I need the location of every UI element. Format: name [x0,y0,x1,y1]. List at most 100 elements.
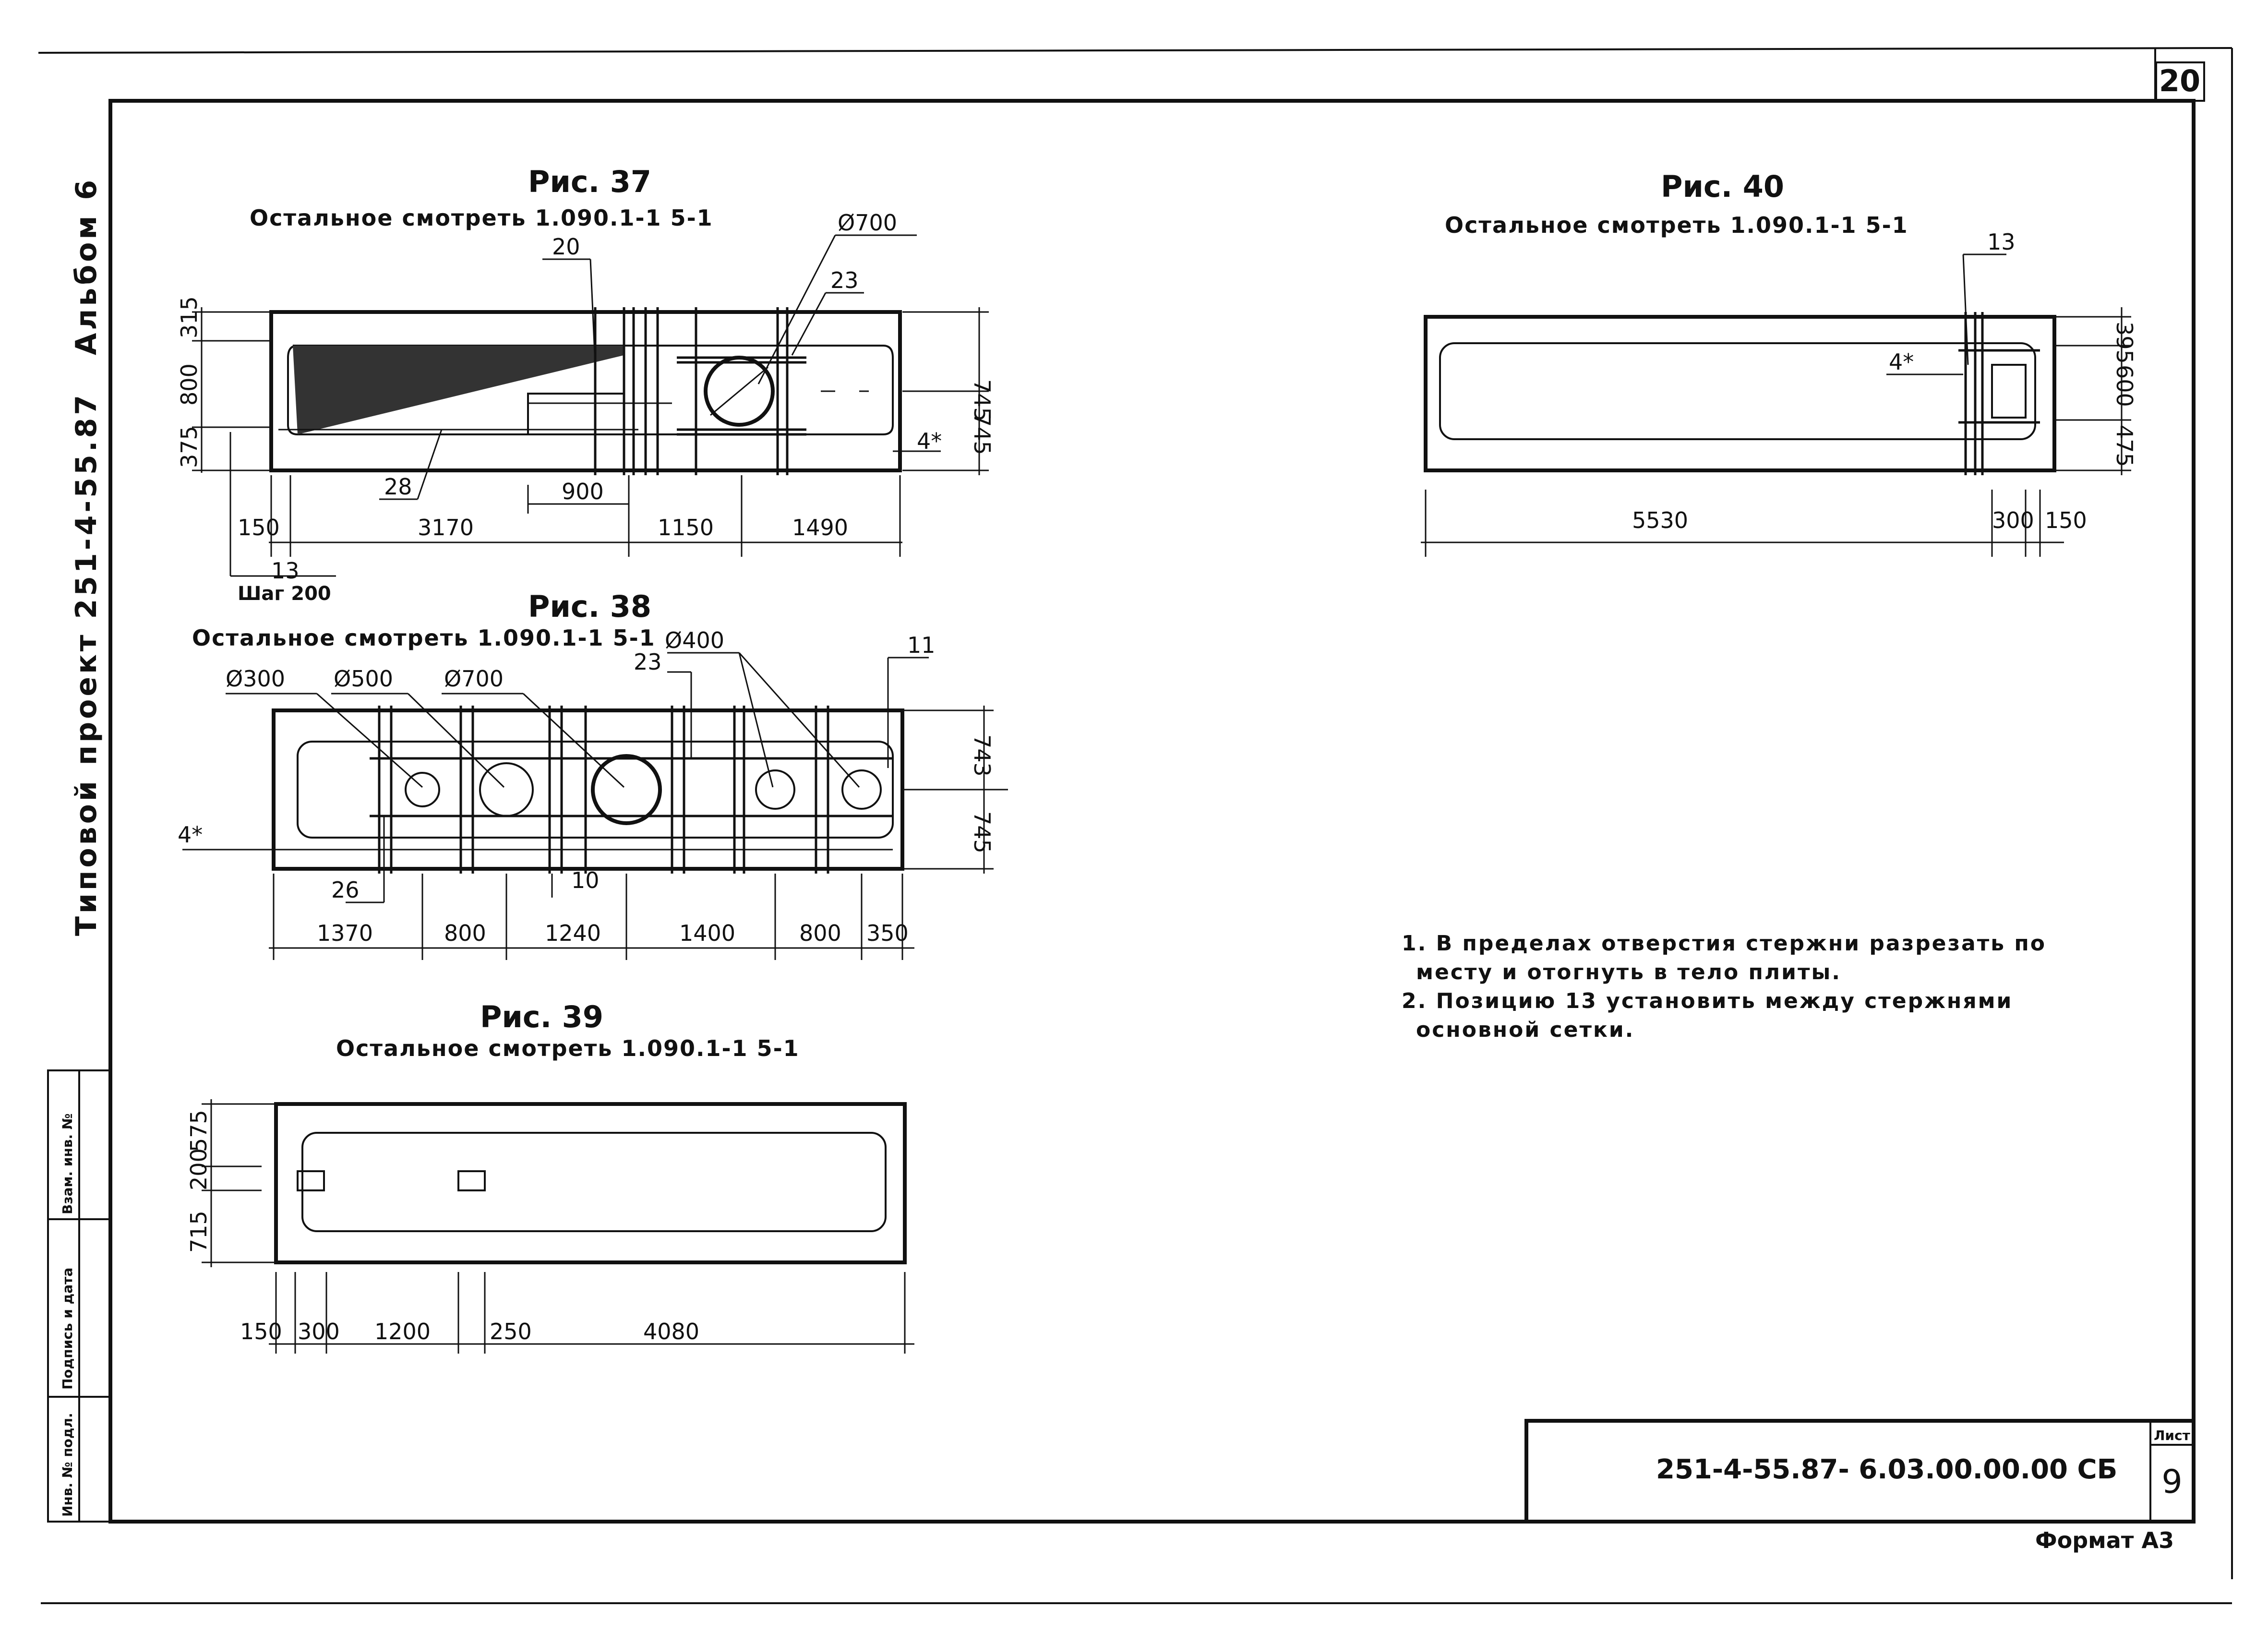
figure-39: Рис. 39 Остальное смотреть 1.090.1-1 5-1 [202,999,914,1354]
fig37-dim-3170: 3170 [418,515,474,540]
fig38-opening [297,741,894,839]
fig40-dim-475: 475 [2112,425,2137,467]
fig39-dim-715: 715 [186,1211,212,1253]
fig38-dim-745: 745 [969,811,995,853]
fig38-hole-700 [591,754,662,825]
fig37-dim-13: 13 [271,558,300,584]
fig37-step: Шаг 200 [238,583,331,605]
fig39-small-opening-a [297,1170,325,1191]
fig38-pos-26: 26 [331,877,360,903]
fig38-hole-500 [479,762,534,817]
fig37-dim-150: 150 [238,515,280,540]
fig38-dim-800a: 800 [444,920,486,946]
fig39-slab [274,1102,907,1264]
fig39-small-opening-b [457,1170,486,1191]
fig39-dim-150: 150 [240,1319,282,1344]
fig38-dia-700: Ø700 [444,666,504,692]
sheet-number: 9 [2161,1463,2182,1501]
fig37-subtitle: Остальное смотреть 1.090.1-1 5-1 [250,205,713,231]
drawing-designation: 251-4-55.87- 6.03.00.00.00 СБ [1656,1454,2117,1485]
fig37-dim-745a: 745 [969,379,995,421]
fig38-pos-23: 23 [634,649,662,675]
sheet-frame [38,47,2233,1604]
fig39-title: Рис. 39 [480,999,603,1034]
fig37-pos-4: 4* [917,428,942,454]
fig40-pos-13: 13 [1987,229,2016,255]
fig40-dim-150: 150 [2045,507,2087,533]
fig40-title: Рис. 40 [1661,169,1784,204]
fig40-opening [1439,342,2036,440]
side-title: Альбом 6 Типовой проект 251-4-55.87 [70,177,103,936]
fig37-dim-1490: 1490 [792,515,848,540]
fig40-dim-395: 395 [2112,322,2137,364]
fig40-dim-300: 300 [1992,507,2034,533]
fig40-subtitle: Остальное смотреть 1.090.1-1 5-1 [1445,212,1908,238]
fig37-pos-28: 28 [384,474,412,500]
fig37-title: Рис. 37 [528,164,651,199]
fig37-dia-700: Ø700 [838,210,897,236]
fig37-pos-23: 23 [830,267,859,293]
fig39-opening [301,1132,887,1232]
fig37-hatched-wedge [293,346,624,434]
stamp-inv-podl: Инв. № подл. [60,1413,75,1517]
figure-37: Рис. 37 Остальное смотреть 1.090.1-1 5-1 [192,164,989,577]
fig38-pos-11: 11 [907,632,936,658]
fig38-dim-350: 350 [866,920,909,946]
fig37-pos-20: 20 [552,234,580,260]
figure-38: Рис. 38 Остальное смотреть 1.090.1-1 5-1 [182,589,1008,960]
fig38-dim-743: 743 [969,734,995,777]
note-line-4: основной сетки. [1416,1018,1634,1042]
fig37-hole-700 [704,356,775,427]
fig38-dim-1370: 1370 [317,920,373,946]
fig38-dim-1400: 1400 [679,920,735,946]
album-label: Альбом 6 [70,177,103,355]
fig38-dia-400: Ø400 [665,627,724,653]
fig37-dim-745b: 745 [969,413,995,455]
stamp-vzam-inv: Взам. инв. № [60,1113,75,1214]
fig37-dim-800: 800 [176,363,202,406]
note-line-1: 1. В пределах отверстия стержни разрезат… [1402,931,2046,956]
fig38-subtitle: Остальное смотреть 1.090.1-1 5-1 [192,625,656,651]
project-label: Типовой проект 251-4-55.87 [70,392,103,936]
fig39-dim-4080: 4080 [643,1319,699,1344]
fig37-opening [287,345,894,435]
fig38-dia-500: Ø500 [334,666,393,692]
fig38-hole-400a [755,769,795,810]
fig40-pos-4: 4* [1889,349,1914,375]
fig39-dim-250: 250 [490,1319,532,1344]
fig37-dim-375: 375 [176,426,202,468]
stamp-signature-date: Подпись и дата [60,1268,75,1390]
fig39-dim-575: 575 [186,1110,212,1152]
stamp-column: Инв. № подл. Подпись и дата Взам. инв. № [47,1069,111,1523]
fig39-dim-300: 300 [298,1319,340,1344]
note-line-3: 2. Позицию 13 установить между стержнями [1402,989,2013,1013]
page-number: 20 [2159,63,2200,98]
fig38-pos-4: 4* [178,822,203,848]
fig38-dia-300: Ø300 [226,666,285,692]
fig38-hole-400b [841,769,882,810]
fig39-dim-1200: 1200 [374,1319,431,1344]
fig37-slab [269,310,902,472]
fig37-dim-900: 900 [562,479,604,504]
figure-40: Рис. 40 Остальное смотреть 1.090.1-1 5-1 [1421,169,2131,557]
fig38-pos-10: 10 [571,867,600,893]
fig40-dim-600: 600 [2112,365,2137,407]
sheet-label: Лист [2154,1428,2190,1443]
fig38-dim-800b: 800 [799,920,841,946]
fig38-title: Рис. 38 [528,589,651,624]
fig40-recess [1991,364,2027,419]
fig37-dim-315: 315 [176,296,202,338]
title-block [1524,1419,2196,1524]
fig38-slab [272,708,904,871]
note-line-2: местy и отогнуть в тело плиты. [1416,960,1841,984]
fig38-hole-300 [405,772,440,807]
fig40-dim-5530: 5530 [1632,507,1688,533]
fig39-dim-200: 200 [186,1148,212,1190]
fig38-dim-1240: 1240 [545,920,601,946]
notes: 1. В пределах отверстия стержни разрезат… [1402,931,2046,1042]
fig37-dim-1150: 1150 [658,515,714,540]
format-label: Формат А3 [2035,1527,2174,1553]
fig39-subtitle: Остальное смотреть 1.090.1-1 5-1 [336,1035,800,1061]
fig40-slab [1424,315,2056,472]
